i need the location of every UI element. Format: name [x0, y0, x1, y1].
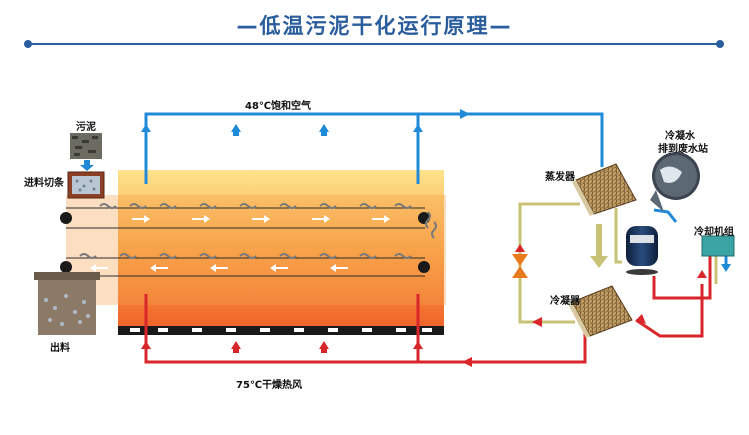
hot-air-label: 75℃干燥热风: [236, 380, 303, 391]
header-rule: [24, 40, 724, 48]
hot-air-arrows: [141, 341, 472, 367]
cooling-unit-box: [701, 235, 735, 257]
hot-air-loop: [144, 294, 587, 364]
air-transfer-arrow: [590, 224, 608, 268]
feed-cutting-label: 进料切条: [24, 178, 64, 189]
discharge-bin: [34, 272, 100, 335]
feed-cutter: [67, 171, 105, 199]
dryer-chamber: [66, 170, 446, 328]
cooling-unit-label: 冷却机组: [694, 227, 734, 238]
conveyor-lower: [60, 253, 430, 277]
condensate-water-photo: [650, 152, 700, 212]
evaporator-coil: [572, 163, 637, 216]
condenser-label: 冷凝器: [550, 296, 580, 307]
hot-refrigerant-lines: [635, 254, 712, 338]
refrigerant-arrow-left: [532, 317, 542, 327]
sludge-photo: [70, 133, 102, 159]
condensate-label-line2: 排到废水站: [658, 144, 708, 155]
saturated-air-arrows: [141, 109, 470, 136]
saturated-air-label: 48℃饱和空气: [245, 101, 312, 112]
compressor: [626, 226, 658, 275]
conveyor-upper: [60, 203, 437, 239]
sludge-down-arrow: [80, 160, 94, 171]
evaporator-label: 蒸发器: [545, 172, 575, 183]
cooling-return-arrow: [721, 264, 731, 272]
refrigerant-arrow-up: [515, 244, 525, 252]
sludge-label: 污泥: [76, 122, 96, 133]
expansion-valve: [512, 254, 528, 278]
dryer-base-rail: [118, 326, 444, 335]
condenser-coil: [568, 285, 633, 338]
discharge-label: 出料: [50, 343, 70, 354]
condensate-label-line1: 冷凝水: [665, 131, 695, 142]
diagram-title: —低温污泥干化运行原理—: [236, 14, 513, 38]
hot-refrigerant-arrows: [636, 270, 707, 324]
